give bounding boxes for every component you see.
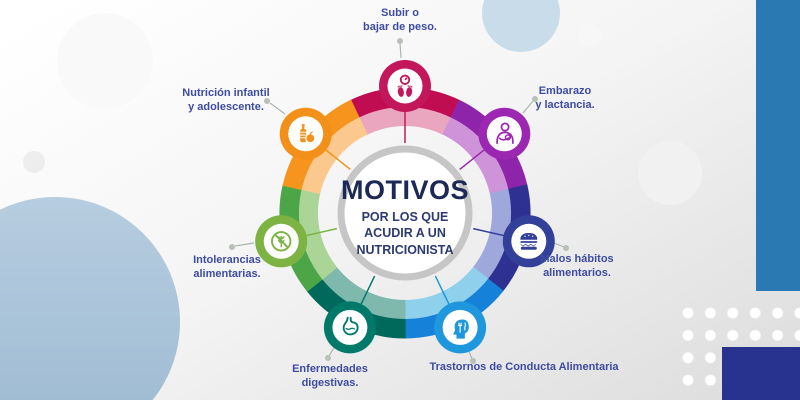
bottle-apple-icon xyxy=(300,124,316,144)
stomach-icon xyxy=(342,316,359,336)
node-pregnancy xyxy=(478,107,531,160)
background-circle-decoration xyxy=(23,151,45,173)
background-circle-decoration xyxy=(638,141,702,205)
label-connector-pregnancy xyxy=(522,100,534,114)
head-cutlery-icon xyxy=(453,319,469,339)
node-weight xyxy=(379,60,431,112)
node-child-nutrition xyxy=(279,107,332,160)
node-label-intolerances: Intolerancias alimentarias. xyxy=(193,254,261,281)
node-intolerances xyxy=(255,215,308,268)
right-accent-bar xyxy=(756,0,800,291)
node-label-digestive: Enfermedades digestivas. xyxy=(292,363,368,390)
node-digestive xyxy=(323,301,376,354)
node-eating-disorders xyxy=(434,301,487,354)
breastfeeding-icon xyxy=(496,122,514,144)
center-circle xyxy=(337,145,473,281)
label-connector-dot-child-nutrition xyxy=(264,98,270,104)
background-circle-decoration xyxy=(578,23,602,47)
diagram-subtitle: POR LOS QUE ACUDIR A UN NUTRICIONISTA xyxy=(356,210,454,257)
label-connector-dot-digestive xyxy=(325,355,331,361)
node-label-weight: Subir o bajar de peso. xyxy=(363,7,437,34)
background-circle-decoration xyxy=(57,13,153,109)
label-connector-intolerances xyxy=(234,242,255,247)
center-title-block: MOTIVOS POR LOS QUE ACUDIR A UN NUTRICIO… xyxy=(325,175,485,258)
node-label-eating-disorders: Trastornos de Conducta Alimentaria xyxy=(429,361,619,373)
label-connector-dot-bad-habits xyxy=(563,245,569,251)
label-connector-dot-eating-disorders xyxy=(470,358,476,364)
no-gluten-icon xyxy=(271,231,292,252)
node-label-pregnancy: Embarazo y lactancia. xyxy=(535,85,595,112)
burger-icon xyxy=(520,233,538,250)
label-connector-weight xyxy=(399,42,402,59)
scale-icon xyxy=(397,74,413,97)
diagram-title: MOTIVOS xyxy=(340,175,469,205)
label-connector-bad-habits xyxy=(553,242,565,248)
node-label-bad-habits: Malos hábitos alimentarios. xyxy=(540,253,614,280)
label-connector-dot-intolerances xyxy=(229,244,235,250)
label-connector-dot-weight xyxy=(397,38,403,44)
corner-navy-rectangle xyxy=(722,347,800,400)
label-connector-child-nutrition xyxy=(269,102,286,115)
label-connector-dot-pregnancy xyxy=(532,96,538,102)
node-label-child-nutrition: Nutrición infantil y adolescente. xyxy=(182,87,270,114)
node-bad-habits xyxy=(502,215,555,268)
